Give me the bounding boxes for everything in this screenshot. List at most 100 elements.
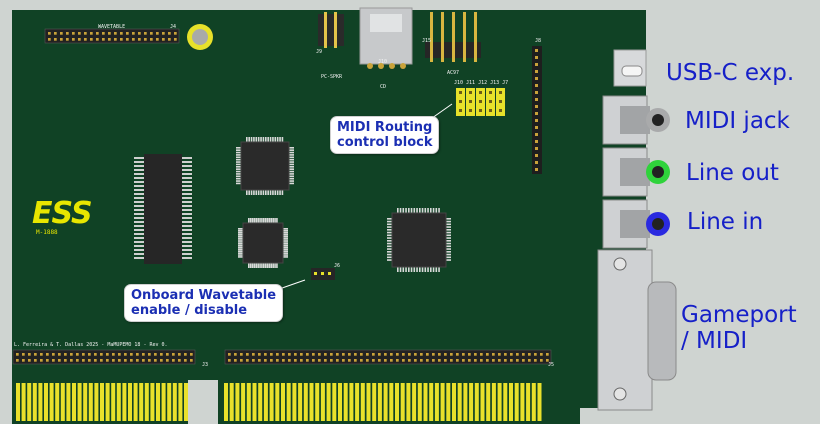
isa-gold-finger [457, 383, 462, 421]
j3-header-pin [142, 353, 145, 356]
dsp-chip-lead [248, 137, 250, 142]
wavetable-header-pin [84, 38, 87, 41]
wavetable-chip-lead [259, 263, 261, 268]
wavetable-header-pin [90, 38, 93, 41]
cd-header-pin [378, 63, 384, 69]
j5-header-pin [372, 353, 375, 356]
j5-header-pin [234, 353, 237, 356]
j5-header-pin [450, 359, 453, 362]
j5-header-pin [516, 359, 519, 362]
wavetable-chip-lead [270, 218, 273, 223]
j5-header-pin [384, 359, 387, 362]
sram-chip-lead [182, 233, 192, 235]
j5-header-pin [324, 359, 327, 362]
j5-header-pin [348, 353, 351, 356]
ess-audio-chip-lead [402, 267, 405, 272]
j3-header-pin [154, 359, 157, 362]
j8-header-pin [535, 49, 538, 52]
dsp-chip-lead [289, 158, 294, 161]
routing-jumper-pin [469, 100, 472, 103]
wavetable-chip-lead [257, 263, 259, 268]
isa-key-notch [188, 380, 218, 424]
wavetable-chip-lead [238, 246, 243, 249]
ess-audio-chip-lead [446, 237, 451, 239]
j5-header-pin [396, 359, 399, 362]
ess-audio-chip-lead [387, 229, 392, 231]
ess-audio-chip-lead [410, 267, 413, 272]
j5-header-pin [366, 353, 369, 356]
j8-header-pin [535, 77, 538, 80]
wavetable-chip-lead [283, 246, 288, 249]
isa-gold-finger [463, 383, 468, 421]
isa-gold-finger [161, 383, 166, 421]
ess-audio-chip-lead [387, 218, 392, 220]
sram-chip-lead [134, 257, 144, 259]
ess-audio-chip-lead [387, 251, 392, 253]
j5-header-pin [330, 359, 333, 362]
j5-header-pin [366, 359, 369, 362]
sram-chip-lead [134, 173, 144, 175]
ess-audio-chip-lead [438, 267, 440, 272]
j5-header-pin [318, 353, 321, 356]
j5-header-pin [504, 359, 507, 362]
isa-gold-finger [537, 383, 542, 421]
j3-header-pin [46, 359, 49, 362]
wavetable-chip-lead [238, 244, 243, 247]
j5-header-pin [396, 353, 399, 356]
j4-label: J4 [170, 24, 177, 30]
j6-jumper-pin [321, 272, 324, 275]
isa-gold-finger [514, 383, 519, 421]
routing-jumper-pin [459, 109, 462, 112]
wavetable-header-pin [48, 38, 51, 41]
j3-header-pin [118, 359, 121, 362]
routing-jumper-pin [459, 100, 462, 103]
j5-header-pin [492, 353, 495, 356]
sram-chip [144, 154, 182, 264]
wavetable-chip-lead [253, 218, 256, 223]
sram-chip-lead [182, 245, 192, 247]
dsp-chip-lead [289, 177, 294, 180]
sram-chip-lead [134, 209, 144, 211]
j3-header-pin [100, 359, 103, 362]
wavetable-chip-lead [238, 252, 243, 254]
j5-header-pin [246, 359, 249, 362]
j5-header-pin [258, 359, 261, 362]
isa-gold-finger [229, 383, 234, 421]
routing-jumper-pin [499, 109, 502, 112]
wavetable-header-pin [174, 32, 177, 35]
isa-gold-finger [178, 383, 183, 421]
j3-header-pin [94, 353, 97, 356]
dsp-chip-lead [281, 190, 284, 195]
j5-header-pin [402, 359, 405, 362]
dsp-chip-lead [236, 156, 241, 159]
pc-speaker-header [318, 14, 344, 46]
j5-header-pin [342, 353, 345, 356]
ess-audio-chip-lead [432, 267, 435, 272]
wavetable-chip-lead [238, 248, 243, 251]
isa-gold-finger [309, 383, 314, 421]
wavetable-chip-lead [261, 218, 263, 223]
wavetable-chip-lead [238, 229, 243, 232]
j3-header-pin [148, 359, 151, 362]
j5-header-pin [252, 353, 255, 356]
ess-audio-chip-lead [446, 245, 451, 248]
sram-chip-lead [182, 209, 192, 211]
j3-header-pin [130, 359, 133, 362]
j5-header-pin [324, 353, 327, 356]
j5-header-pin [372, 359, 375, 362]
j5-header-pin [468, 353, 471, 356]
ess-audio-chip-lead [387, 231, 392, 234]
wavetable-header-pin [138, 38, 141, 41]
line-in-jack-hole [652, 218, 664, 230]
dsp-chip-lead [272, 137, 274, 142]
j3-header-pin [28, 359, 31, 362]
isa-gold-finger [383, 383, 388, 421]
j5-header-pin [390, 353, 393, 356]
j5-header-pin [498, 359, 501, 362]
j5-header-pin [474, 359, 477, 362]
sram-chip-lead [182, 177, 192, 179]
gameport-label-line2: / MIDI [681, 328, 748, 354]
j8-label: J8 [535, 38, 542, 44]
j3-label: J3 [202, 362, 209, 368]
isa-gold-finger [338, 383, 342, 421]
